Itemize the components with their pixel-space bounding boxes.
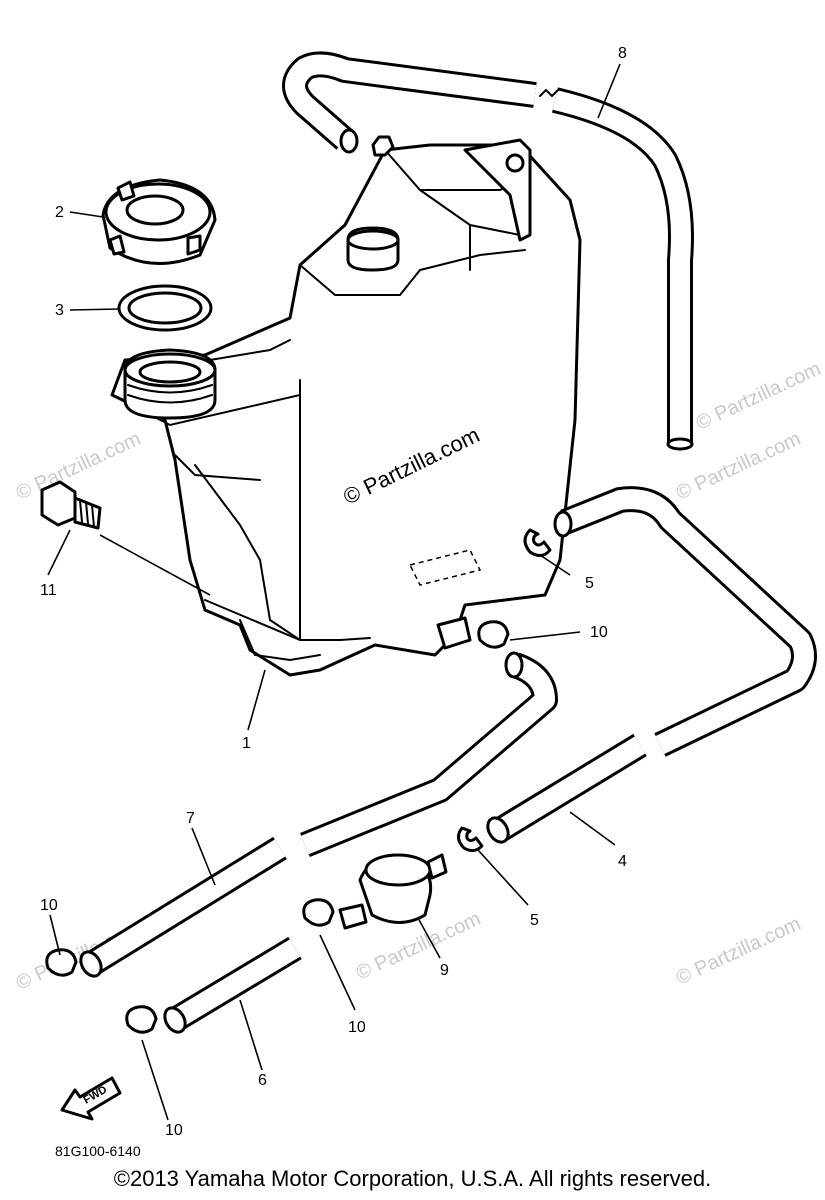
clamp-part-10-bottom (125, 1005, 158, 1034)
clamp-part-10-tank (477, 620, 510, 649)
reservoir-tank-part-1 (110, 135, 582, 677)
clamp-part-5-lower (457, 826, 484, 853)
diagram-code: 81G100-6140 (55, 1143, 141, 1159)
hose-part-6 (163, 936, 302, 1034)
clamp-part-10-filter (302, 898, 335, 927)
watermark-bottom-right: © Partzilla.com (673, 913, 804, 990)
hose-part-7 (79, 651, 558, 978)
cap-gasket-part-3 (117, 284, 213, 332)
callout-7: 7 (186, 810, 195, 827)
forward-arrow-icon: FWD (60, 1076, 122, 1121)
callout-10-left: 10 (40, 897, 58, 914)
callout-6: 6 (258, 1072, 267, 1089)
callout-11: 11 (40, 582, 57, 599)
copyright-notice: ©2013 Yamaha Motor Corporation, U.S.A. A… (113, 1166, 712, 1191)
overflow-hose-part-8 (282, 51, 694, 451)
watermark-right-upper: © Partzilla.com (693, 358, 824, 435)
callout-10-filter: 10 (348, 1019, 366, 1036)
filter-part-9 (338, 853, 448, 930)
callout-5-upper: 5 (585, 575, 594, 592)
callout-2: 2 (55, 204, 64, 221)
clamp-part-5-upper (523, 528, 552, 557)
watermark-left: © Partzilla.com (13, 428, 144, 505)
callout-5-lower: 5 (530, 912, 539, 929)
bolt-part-11 (40, 480, 102, 530)
clamp-part-10-left (45, 948, 78, 977)
callout-8: 8 (618, 45, 627, 62)
tank-cap-part-2 (101, 178, 217, 265)
callout-3: 3 (55, 302, 64, 319)
callout-9: 9 (440, 962, 449, 979)
callout-10-bottom: 10 (165, 1122, 183, 1139)
callout-10-tank: 10 (590, 624, 608, 641)
callout-4: 4 (618, 853, 627, 870)
leader-lines (47, 63, 621, 1121)
callout-1: 1 (242, 735, 251, 752)
hose-part-4 (486, 486, 817, 844)
